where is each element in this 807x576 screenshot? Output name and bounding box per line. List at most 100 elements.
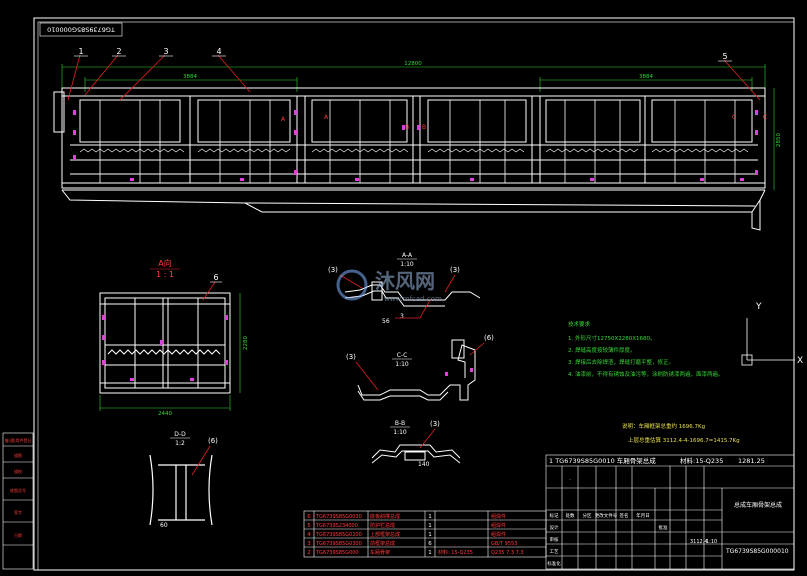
left-registration-strip: [2, 432, 34, 570]
title-block: [545, 454, 795, 570]
svg-text:审核: 审核: [550, 536, 559, 543]
section-c-c: C-C 1:10 (3) (6): [346, 334, 494, 401]
svg-text:4: 4: [307, 532, 311, 538]
dim-height: 2850: [776, 133, 782, 147]
watermark-brand: 沐风网: [375, 269, 435, 293]
tech-notes-title: 技术要求: [568, 320, 591, 328]
tech-note-1: 1. 外形尺寸12750X2280X1680。: [568, 334, 656, 342]
title-block-small-cells: ·: [569, 478, 570, 483]
svg-text:组焊件: 组焊件: [491, 513, 506, 520]
svg-text:TG6739S234000: TG6739S234000: [315, 523, 358, 529]
section-aa-callout-mid: 3: [400, 313, 404, 320]
ucs-axis-icon: [741, 318, 795, 366]
callout-1: 1: [78, 47, 83, 56]
svg-text:Q235 7.3 7.3: Q235 7.3 7.3: [491, 550, 524, 556]
svg-text:1: 1: [428, 514, 432, 520]
svg-text:5: 5: [307, 523, 311, 529]
bom-row-5: 2 TG6739S85G000 车厢骨架 1 Q235 7.3 7.3: [307, 549, 523, 556]
bom-row-2: 5 TG6739S234000 防护栏总成 1 组焊件: [307, 522, 506, 529]
section-cc-title: C-C: [397, 352, 408, 359]
section-mark-b-left: B: [405, 124, 409, 131]
view-a: A向 1 : 1 2440 2280: [99, 258, 249, 417]
strip-label-5: 签字: [14, 509, 22, 515]
callout-leaders: [67, 54, 761, 101]
top-dimension-lines: [61, 64, 775, 190]
strip-label-2: 描图: [14, 452, 22, 458]
svg-text:前框架总成: 前框架总成: [370, 540, 395, 547]
dim-left-width: 3884: [183, 74, 197, 80]
svg-text:签名: 签名: [620, 512, 629, 519]
title-top-row: 1 TG6739S85G0010 车厢骨架总成: [549, 456, 656, 465]
dim-right-width: 3884: [639, 74, 653, 80]
tech-note-2: 2. 焊缝高度按较薄件厚度。: [568, 346, 636, 354]
watermark: 沐风网 www.mfcad.com: [336, 269, 442, 303]
svg-text:年月日: 年月日: [636, 512, 650, 519]
strip-label-6: 日期: [14, 532, 22, 538]
view-a-width-dim: 2440: [158, 411, 172, 417]
svg-text:上部框架总成: 上部框架总成: [370, 531, 400, 538]
title-material: 材料:15-Q235: [680, 456, 723, 465]
strip-label-4: 底图总号: [10, 487, 26, 493]
section-aa-callout-right: (3): [450, 266, 460, 274]
title-scale: 1:10: [706, 539, 717, 545]
bom-material: 材料: 15-Q235: [438, 549, 473, 556]
view-a-scale: 1 : 1: [156, 270, 174, 279]
weight-line-2: 上层总重估算 3112.4-4-1696.7=1415.7Kg: [628, 436, 740, 444]
svg-text:底板斜撑总成: 底板斜撑总成: [370, 513, 400, 520]
technical-notes: 技术要求 1. 外形尺寸12750X2280X1680。 2. 焊缝高度按较薄件…: [568, 320, 740, 444]
svg-text:2: 2: [307, 550, 311, 556]
section-bb-dim: 140: [418, 461, 430, 468]
title-drawing-number: TG6739S85G000010: [725, 548, 789, 555]
callout-4: 4: [216, 47, 221, 56]
tech-note-3: 3. 焊接后去除焊渣，焊缝打磨平整，修正。: [568, 358, 674, 366]
rotated-drawing-number-box: TG6739S85G000010: [39, 22, 123, 37]
section-b-b: B-B 1:10 (3) 140: [371, 420, 461, 468]
bom-row-3: 4 TG6739S85G0200 上部框架总成 1 组焊件: [307, 531, 506, 538]
section-dd-dim: 60: [160, 522, 168, 529]
section-aa-title: A-A: [402, 252, 413, 259]
svg-text:车厢骨架: 车厢骨架: [370, 549, 390, 556]
section-aa-dim: 56: [382, 318, 390, 325]
svg-text:处数: 处数: [566, 512, 575, 519]
section-bb-scale: 1:10: [393, 429, 407, 436]
callout-3: 3: [163, 47, 168, 56]
svg-text:TG6739S85G000: TG6739S85G000: [315, 550, 359, 556]
section-aa-callout-left: (3): [328, 266, 338, 274]
axis-y-label: Y: [755, 302, 762, 312]
section-mark-c-left: C: [732, 114, 736, 121]
main-elevation-view: 3884 12800 3884 2850: [53, 61, 782, 231]
svg-text:分区: 分区: [583, 512, 592, 519]
section-dd-callout: (6): [208, 437, 218, 445]
section-a-a: A-A 1:10 (3) (3) 56 3: [328, 252, 481, 325]
svg-text:TG6739S85G0300: TG6739S85G0300: [315, 541, 362, 547]
strip-label-1: 借(通)用件登记: [4, 437, 31, 443]
svg-text:标准化: 标准化: [547, 560, 561, 567]
svg-text:防护栏总成: 防护栏总成: [370, 522, 395, 529]
view-a-height-dim: 2280: [243, 336, 249, 350]
drawing-frame: [33, 17, 795, 571]
title-row-labels: 标记 处数 分区 更改文件号 签名 年月日: [550, 512, 650, 519]
svg-text:设计: 设计: [550, 524, 559, 531]
view-a-title: A向: [158, 258, 171, 268]
dim-overall-width: 12800: [404, 61, 422, 67]
section-d-d: D-D 1:2 (6) 60: [149, 431, 218, 529]
svg-text:6: 6: [428, 541, 432, 547]
section-bb-callout: (3): [430, 420, 440, 428]
svg-text:TG6739S85G0030: TG6739S85G0030: [315, 514, 362, 520]
svg-text:·: ·: [569, 478, 570, 483]
title-roles: 设计 审核 工艺 标准化 批准: [547, 524, 668, 567]
bom-row-1: 6 TG6739S85G0030 底板斜撑总成 1 组焊件: [307, 513, 506, 520]
svg-text:1: 1: [428, 523, 432, 529]
drawing-number-rotated: TG6739S85G000010: [47, 26, 116, 34]
svg-text:组焊件: 组焊件: [491, 531, 506, 538]
title-weight: 3112.4: [690, 539, 708, 545]
callout-2: 2: [116, 47, 121, 56]
title-mass: 1281.25: [738, 457, 765, 465]
view-a-callout: 6: [213, 273, 218, 282]
section-aa-scale: 1:10: [400, 261, 414, 268]
section-cc-callout-right: (6): [484, 334, 494, 342]
svg-text:组焊件: 组焊件: [491, 522, 506, 529]
section-bb-title: B-B: [395, 420, 405, 427]
svg-text:GB/T 9553: GB/T 9553: [491, 541, 517, 547]
